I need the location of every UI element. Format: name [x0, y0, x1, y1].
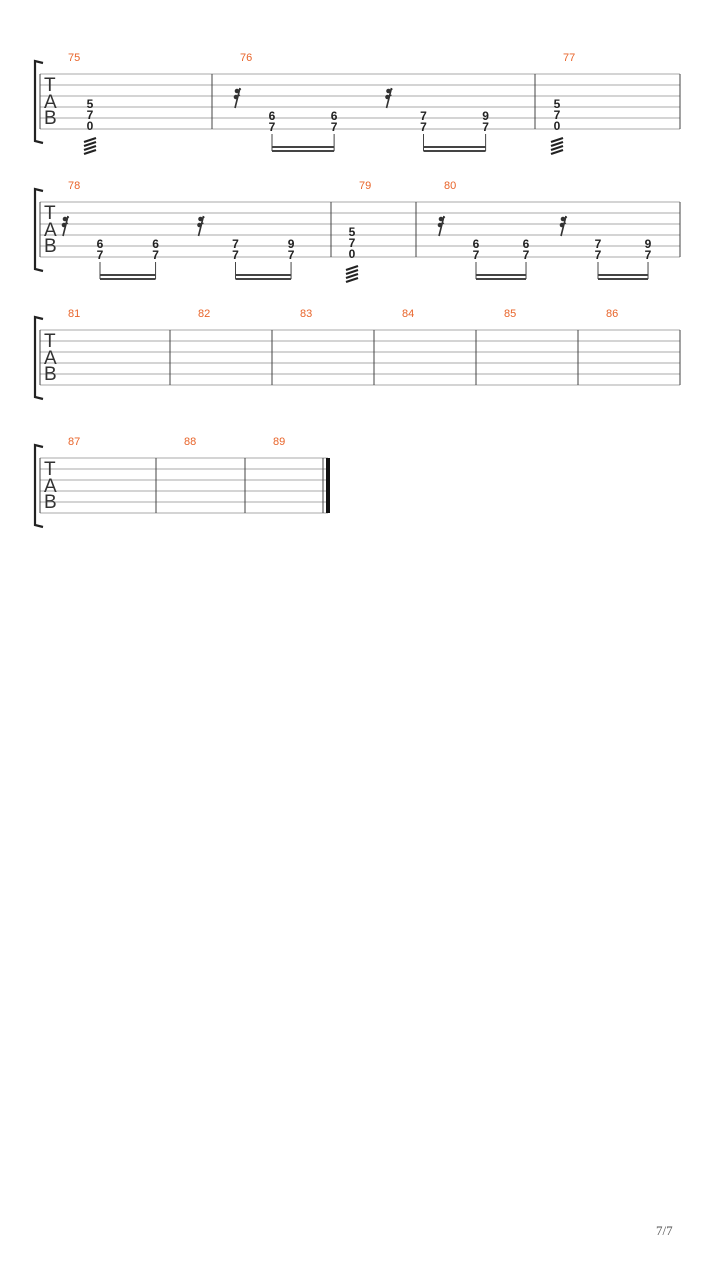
fret-number: 7 [288, 248, 295, 262]
measure-number: 78 [68, 180, 80, 192]
sixteenth-rest-hook [236, 88, 242, 92]
tab-clef-letter: T [44, 331, 56, 352]
fret-number: 6 [97, 237, 104, 251]
measure-number: 83 [300, 308, 312, 320]
fret-number: 7 [269, 120, 276, 134]
measure-number: 81 [68, 308, 80, 320]
fret-number: 6 [152, 237, 159, 251]
sixteenth-rest-hook [561, 222, 567, 226]
fret-number: 7 [595, 237, 602, 251]
sixteenth-rest-hook [440, 216, 446, 220]
sixteenth-rest-hook [235, 94, 241, 98]
measure-number: 84 [402, 308, 414, 320]
fret-number: 7 [420, 109, 427, 123]
measure-number: 76 [240, 52, 252, 64]
fret-number: 7 [473, 248, 480, 262]
tremolo-stroke [550, 136, 564, 144]
system-bracket [33, 59, 44, 145]
fret-number: 9 [288, 237, 295, 251]
measure-number: 82 [198, 308, 210, 320]
fret-number: 7 [523, 248, 530, 262]
tremolo-stroke [83, 148, 97, 156]
tab-clef-letter: B [44, 108, 57, 129]
tab-clef-letter: B [44, 492, 57, 513]
fret-number: 5 [349, 225, 356, 239]
fret-number: 7 [232, 237, 239, 251]
sixteenth-rest-hook [200, 216, 205, 220]
measure-number: 86 [606, 308, 618, 320]
systems-layer: TAB75570766767779777570TAB78676777977957… [33, 52, 681, 529]
system-bracket [33, 187, 44, 273]
tremolo-stroke [83, 144, 97, 152]
tremolo-stroke [345, 272, 359, 280]
tremolo-stroke [345, 264, 359, 272]
measure-number: 89 [273, 436, 285, 448]
tremolo-stroke [550, 140, 564, 148]
fret-number: 6 [523, 237, 530, 251]
system-bracket [33, 443, 44, 529]
sixteenth-rest-hook [64, 216, 70, 220]
fret-number: 7 [554, 108, 561, 122]
tremolo-stroke [550, 144, 564, 152]
sixteenth-rest-hook [387, 94, 392, 98]
fret-number: 7 [87, 108, 94, 122]
sixteenth-rest-hook [63, 222, 69, 226]
fret-number: 7 [97, 248, 104, 262]
page-number: 7/7 [656, 1223, 673, 1238]
sixteenth-rest-hook [388, 88, 393, 92]
tab-system: TAB 81 82 83 84 85 86 [33, 308, 681, 401]
sixteenth-rest-hook [439, 222, 445, 226]
sixteenth-rest-hook [562, 216, 568, 220]
tremolo-stroke [83, 136, 97, 144]
fret-number: 0 [349, 247, 356, 261]
tab-system: TAB 87 88 89 [33, 436, 330, 529]
tremolo-stroke [345, 276, 359, 284]
measure-number: 79 [359, 180, 371, 192]
fret-number: 5 [87, 97, 94, 111]
tab-clef-letter: B [44, 364, 57, 385]
fret-number: 0 [87, 119, 94, 133]
tab-clef-letter: B [44, 236, 57, 257]
fret-number: 6 [269, 109, 276, 123]
measure-number: 77 [563, 52, 575, 64]
system-bracket [33, 315, 44, 401]
fret-number: 6 [331, 109, 338, 123]
tremolo-stroke [345, 268, 359, 276]
tab-clef-letter: A [44, 92, 57, 113]
fret-number: 7 [349, 236, 356, 250]
fret-number: 9 [482, 109, 489, 123]
fret-number: 7 [595, 248, 602, 262]
fret-number: 7 [645, 248, 652, 262]
measure-number: 80 [444, 180, 456, 192]
fret-number: 7 [152, 248, 159, 262]
fret-number: 7 [232, 248, 239, 262]
fret-number: 9 [645, 237, 652, 251]
measure-number: 85 [504, 308, 516, 320]
tab-clef-letter: A [44, 220, 57, 241]
tab-clef-letter: T [44, 459, 56, 480]
tab-clef-letter: A [44, 348, 57, 369]
measure-number: 87 [68, 436, 80, 448]
fret-number: 7 [331, 120, 338, 134]
tab-clef-letter: T [44, 203, 56, 224]
measure-number: 88 [184, 436, 196, 448]
fret-number: 7 [420, 120, 427, 134]
fret-number: 6 [473, 237, 480, 251]
fret-number: 5 [554, 97, 561, 111]
tremolo-stroke [83, 140, 97, 148]
measure-number: 75 [68, 52, 80, 64]
tremolo-stroke [550, 148, 564, 156]
tab-clef-letter: T [44, 75, 56, 96]
fret-number: 7 [482, 120, 489, 134]
sixteenth-rest-hook [199, 222, 204, 226]
tab-clef-letter: A [44, 476, 57, 497]
fret-number: 0 [554, 119, 561, 133]
final-barline-thick [326, 458, 330, 513]
